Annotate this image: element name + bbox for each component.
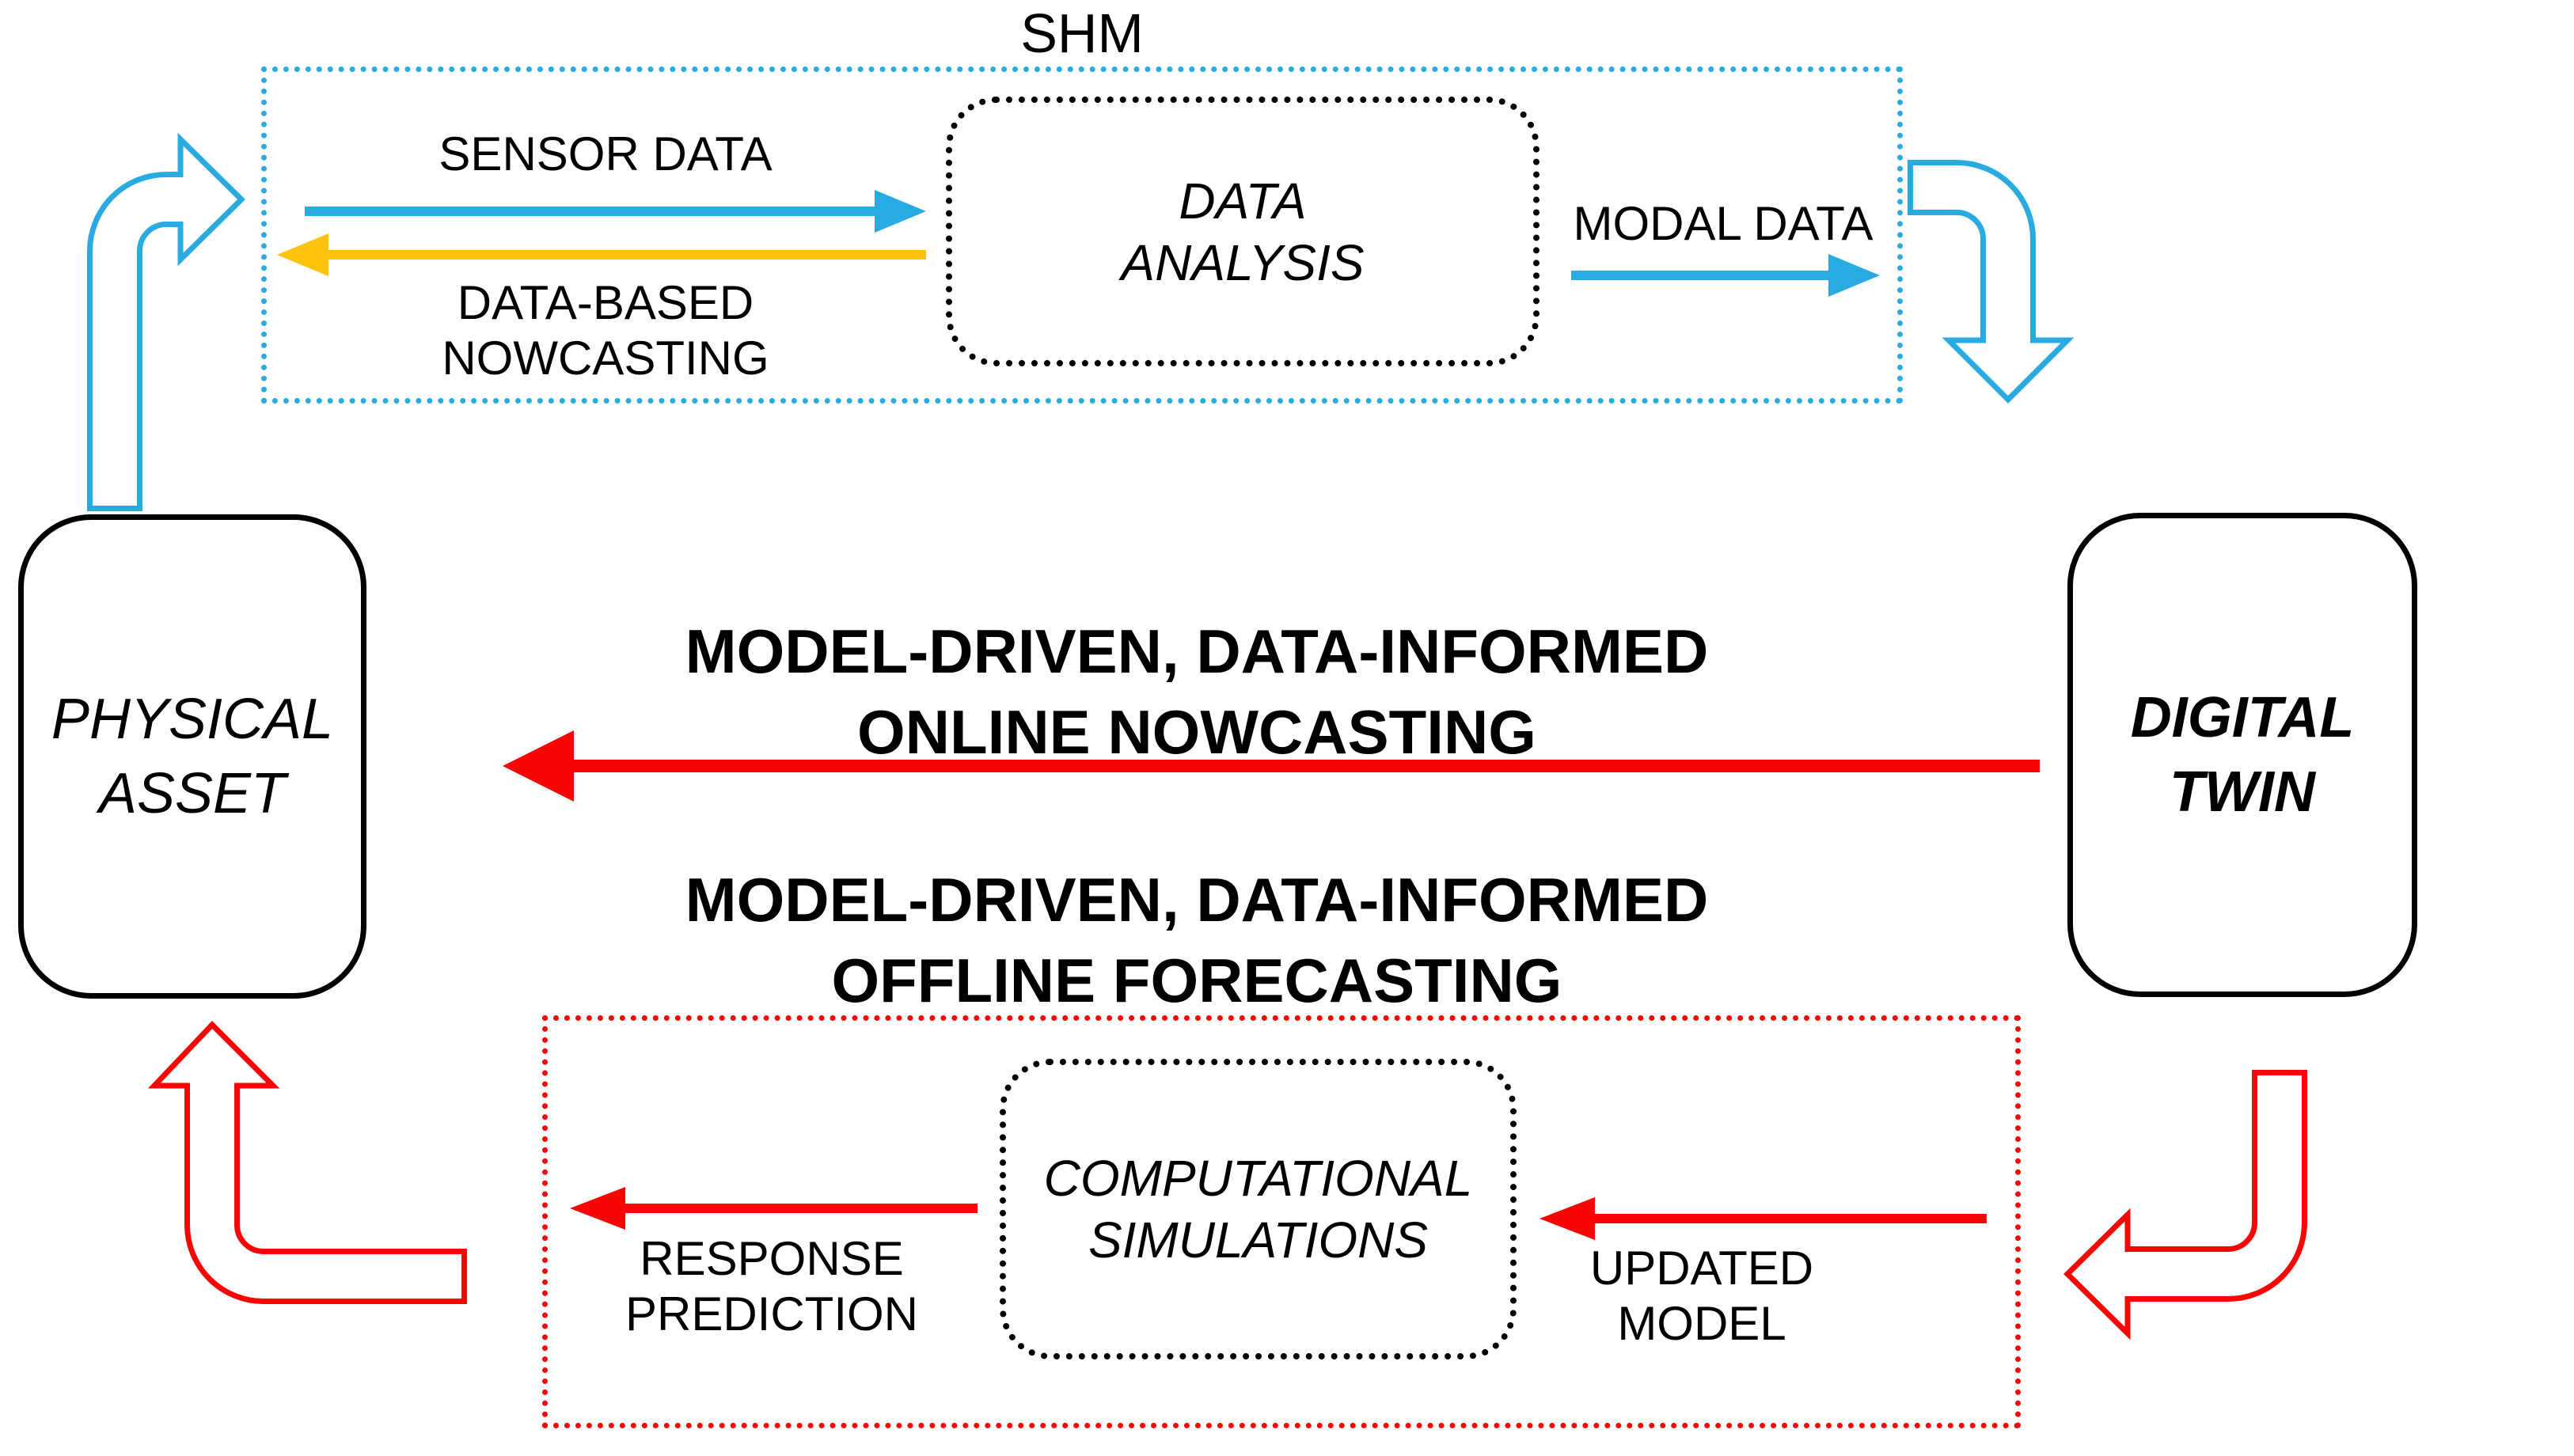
offline-forecasting-region-box [542,1015,2021,1428]
offline-forecasting-label: MODEL-DRIVEN, DATA-INFORMED OFFLINE FORE… [685,859,1709,1021]
online-nowcasting-line2: ONLINE NOWCASTING [857,697,1536,767]
response-prediction-line2: PREDICTION [625,1287,919,1340]
arrow-head [2063,1208,2131,1340]
arrow-head [177,132,245,267]
arrow-tail-inner [1913,165,2030,347]
computational-simulations-label-line2: SIMULATIONS [1088,1211,1429,1268]
arrow-tail [1908,160,2036,340]
data-analysis-label-line2: ANALYSIS [1121,233,1365,291]
shm-title: SHM [1020,3,1144,63]
arrow-tail-inner [190,1079,461,1299]
updated-model-line1: UPDATED [1589,1242,1814,1295]
sensor-data-text: SENSOR DATA [438,127,773,180]
response-prediction-label: RESPONSE PREDICTION [625,1231,918,1342]
digital-twin-label-line2: TWIN [2170,760,2315,824]
physical-asset-box: PHYSICAL ASSET [18,514,366,999]
sensor-data-label: SENSOR DATA [438,127,772,182]
digital-twin-box: DIGITAL TWIN [2067,513,2417,997]
curved-arrow-digital-twin-to-forecasting [2063,1070,2307,1340]
online-nowcasting-line1: MODEL-DRIVEN, DATA-INFORMED [685,616,1709,686]
data-based-nowcasting-line2: NOWCASTING [442,332,769,385]
arrow-tail-inner [93,177,187,506]
physical-asset-label-line2: ASSET [98,762,287,825]
arrow-head [147,1020,280,1089]
data-analysis-label-line1: DATA [1179,172,1307,229]
curved-arrow-physical-to-shm [87,132,245,511]
data-analysis-box: DATA ANALYSIS [946,97,1539,366]
response-prediction-line1: RESPONSE [640,1232,904,1285]
curved-arrow-shm-to-digital-twin [1908,160,2075,404]
updated-model-label: UPDATED MODEL [1590,1241,1813,1352]
arrow-tail [87,172,180,511]
curved-arrow-forecasting-to-physical [147,1020,467,1304]
modal-data-label: MODAL DATA [1574,196,1874,252]
physical-asset-label-line1: PHYSICAL [51,688,334,751]
shm-region-box [261,66,1903,404]
shm-title-text: SHM [1020,2,1144,64]
offline-forecasting-line1: MODEL-DRIVEN, DATA-INFORMED [685,865,1709,935]
data-based-nowcasting-label: DATA-BASED NOWCASTING [442,275,769,386]
computational-simulations-box: COMPUTATIONAL SIMULATIONS [1000,1059,1517,1359]
arrow-head [1942,337,2075,404]
updated-model-line2: MODEL [1617,1297,1786,1350]
arrow-tail [184,1086,467,1304]
modal-data-text: MODAL DATA [1573,197,1874,250]
arrow-tail [2128,1070,2307,1302]
data-based-nowcasting-line1: DATA-BASED [457,276,754,329]
arrow-tail-inner [2121,1075,2302,1296]
digital-twin-label-line1: DIGITAL [2130,686,2355,749]
online-nowcasting-label: MODEL-DRIVEN, DATA-INFORMED ONLINE NOWCA… [685,611,1709,772]
computational-simulations-label-line1: COMPUTATIONAL [1043,1150,1473,1207]
offline-forecasting-line2: OFFLINE FORECASTING [831,946,1562,1015]
